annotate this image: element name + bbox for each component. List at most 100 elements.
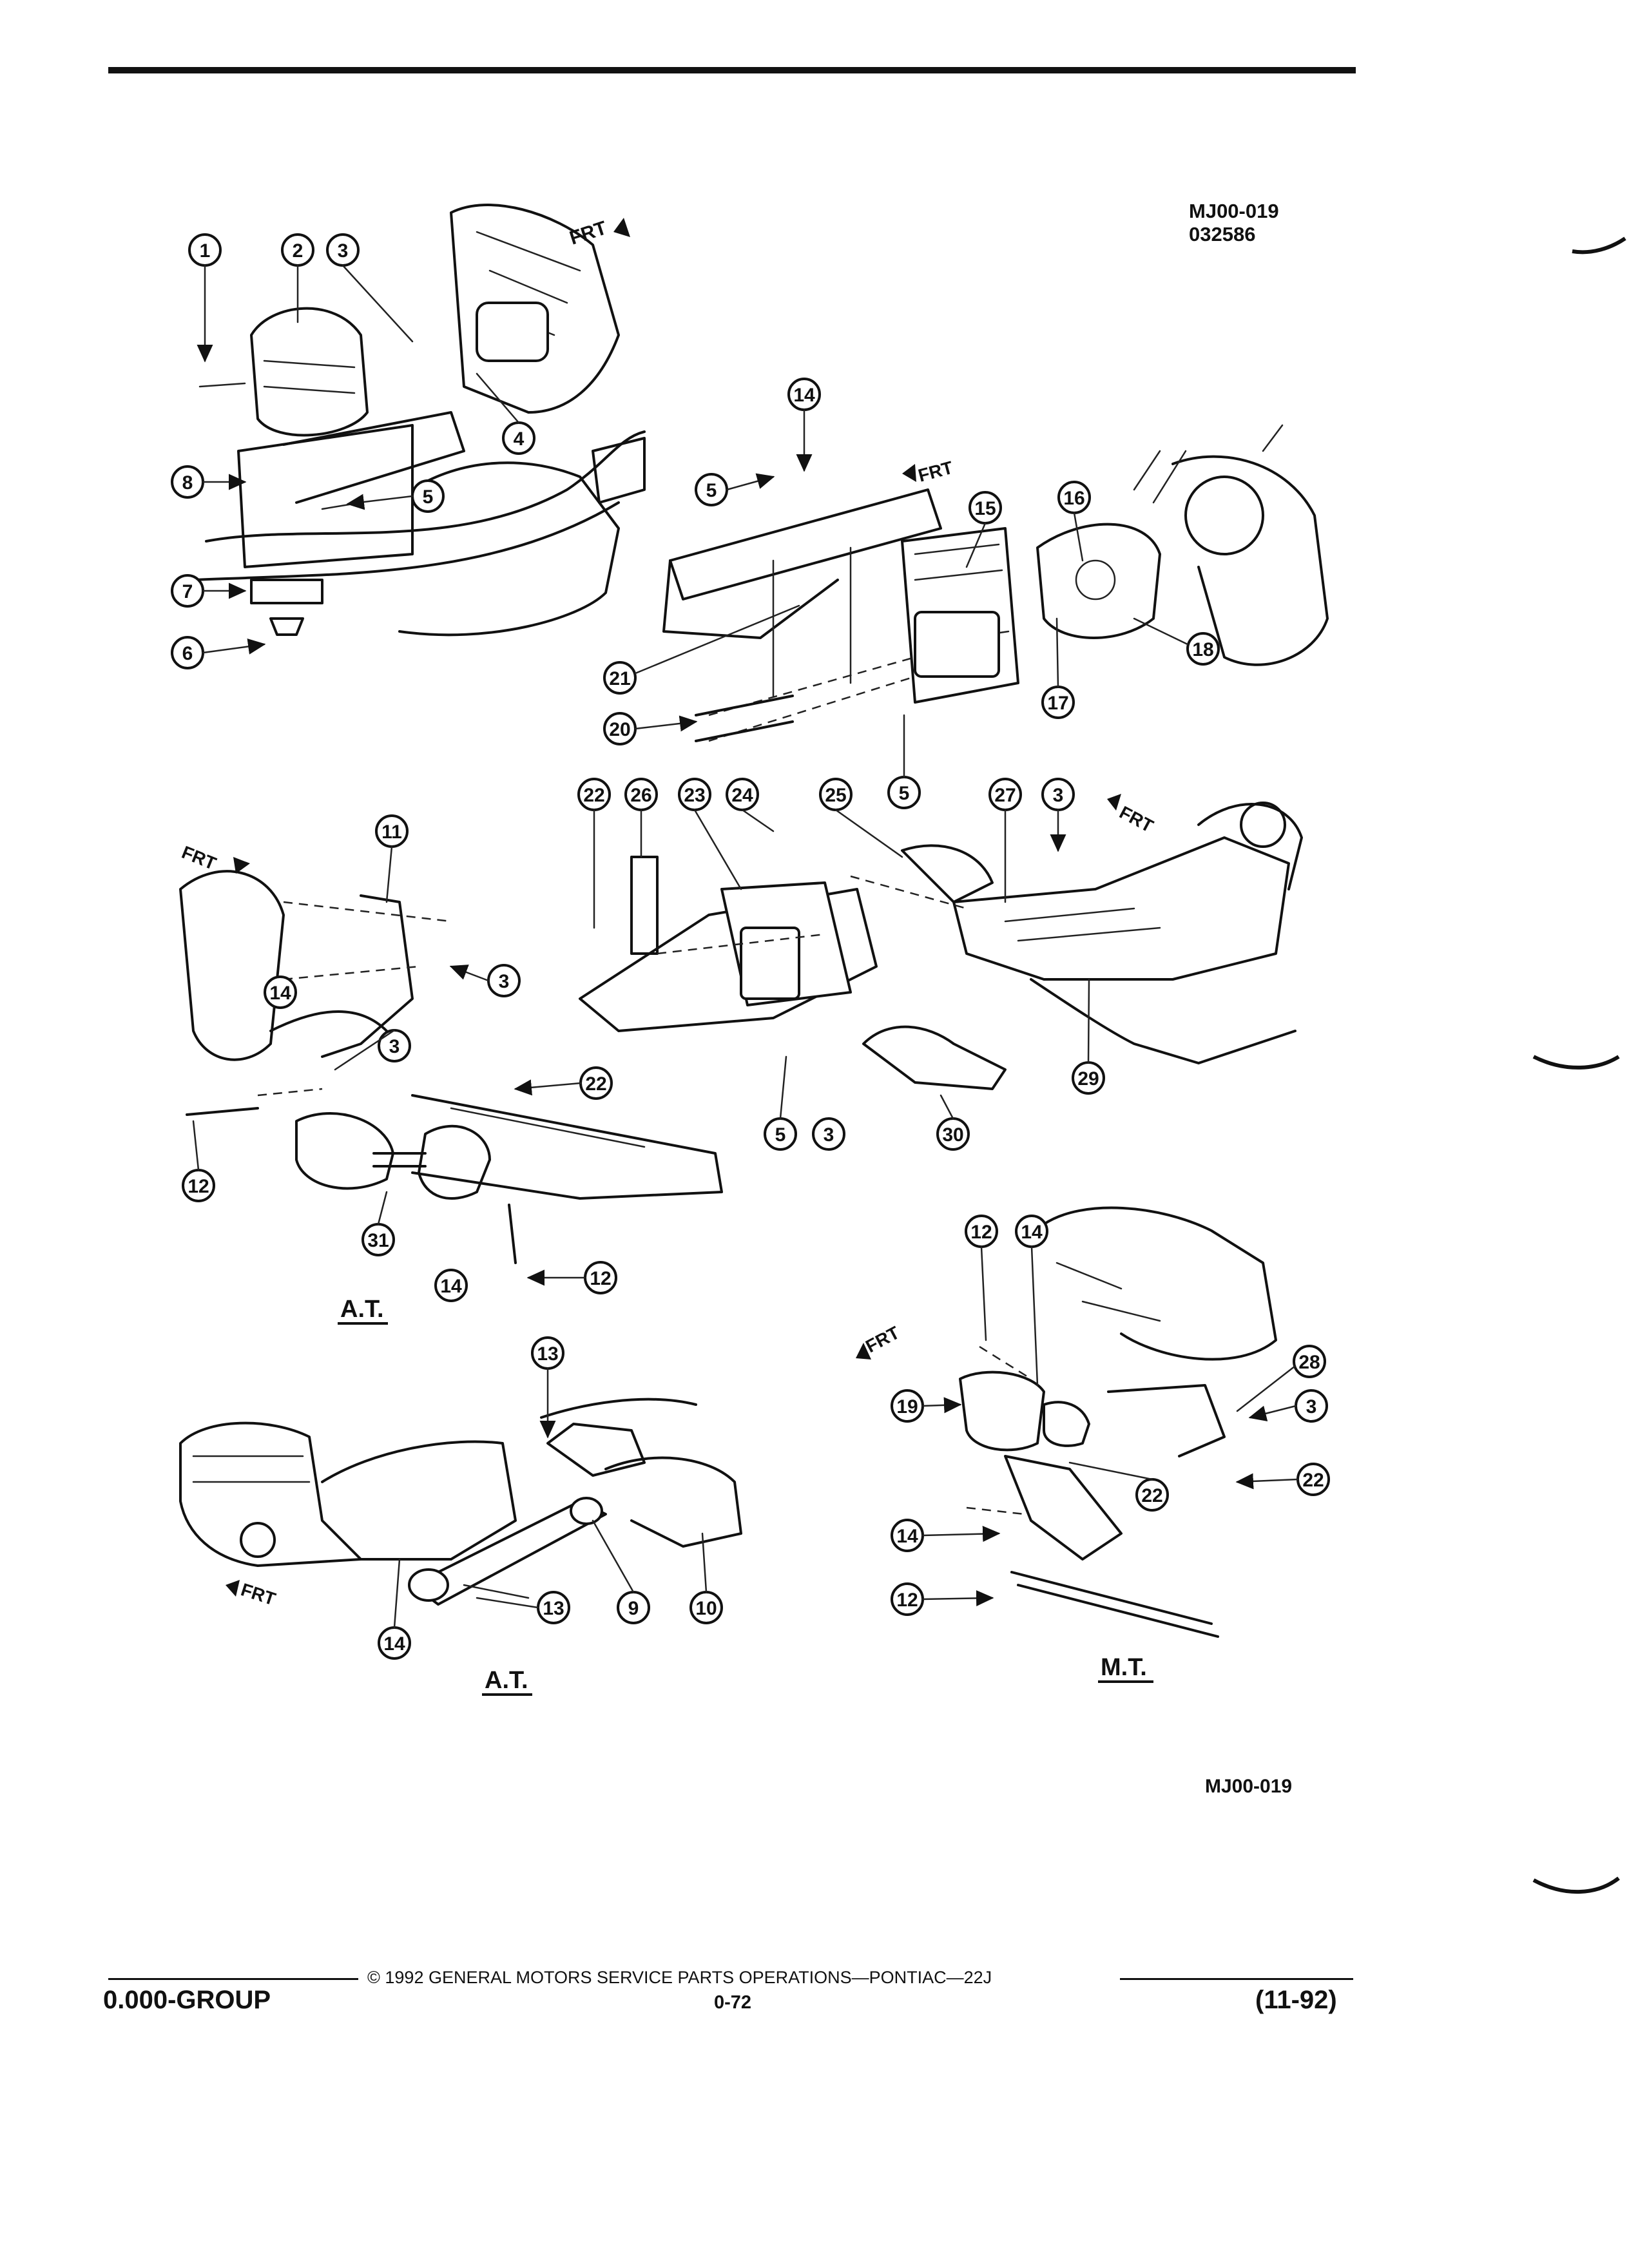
callout-8: 8 xyxy=(171,465,204,499)
callout-31: 31 xyxy=(361,1223,395,1256)
callout-5: 5 xyxy=(887,776,921,809)
callout-19: 19 xyxy=(891,1389,924,1423)
svg-text:3: 3 xyxy=(389,1036,400,1057)
frt-arrow-icon xyxy=(613,218,630,237)
svg-text:21: 21 xyxy=(609,668,630,689)
callout-17: 17 xyxy=(1041,686,1075,719)
top-rule xyxy=(108,67,1356,73)
callout-10: 10 xyxy=(689,1591,723,1624)
callout-5: 5 xyxy=(764,1117,797,1151)
upper-left-mount-assembly xyxy=(192,204,646,637)
footer-rule-left xyxy=(108,1978,358,1980)
svg-text:22: 22 xyxy=(585,1073,606,1095)
callout-20: 20 xyxy=(603,712,637,745)
svg-text:25: 25 xyxy=(825,785,846,806)
callout-14: 14 xyxy=(264,975,297,1009)
copyright-line: © 1992 GENERAL MOTORS SERVICE PARTS OPER… xyxy=(367,1968,992,1987)
center-mount-assembly xyxy=(579,802,1303,1090)
svg-text:15: 15 xyxy=(974,498,996,519)
callout-7: 7 xyxy=(171,574,204,608)
callout-30: 30 xyxy=(936,1117,970,1151)
callout-22: 22 xyxy=(579,1066,613,1100)
callout-13: 13 xyxy=(531,1336,564,1370)
frt-arrow-icon xyxy=(1107,794,1121,811)
frt-arrow-icon xyxy=(856,1343,871,1360)
callout-2: 2 xyxy=(281,233,314,267)
svg-text:20: 20 xyxy=(609,719,630,740)
svg-text:23: 23 xyxy=(684,785,705,806)
figure-code-bottom: MJ00-019 xyxy=(1205,1776,1293,1797)
svg-text:22: 22 xyxy=(583,785,604,806)
svg-text:9: 9 xyxy=(628,1598,639,1619)
callout-21: 21 xyxy=(603,661,637,695)
frt-label: FRT xyxy=(238,1579,278,1609)
callout-3: 3 xyxy=(1041,778,1075,811)
svg-text:31: 31 xyxy=(367,1230,389,1251)
svg-text:14: 14 xyxy=(1021,1222,1043,1243)
frt-label: FRT xyxy=(179,842,219,874)
callout-3: 3 xyxy=(326,233,360,267)
callout-4: 4 xyxy=(502,421,535,455)
callout-3: 3 xyxy=(1295,1389,1328,1423)
svg-text:1: 1 xyxy=(200,240,211,262)
callout-1: 1 xyxy=(188,233,222,267)
svg-text:13: 13 xyxy=(543,1598,564,1619)
callout-22: 22 xyxy=(577,778,611,811)
frt-arrow-icon xyxy=(902,464,916,482)
binder-margin-marks xyxy=(1532,236,1626,1894)
svg-text:5: 5 xyxy=(899,783,910,804)
svg-text:6: 6 xyxy=(182,643,193,664)
callout-14: 14 xyxy=(434,1269,468,1302)
callout-15: 15 xyxy=(969,491,1002,524)
svg-text:14: 14 xyxy=(383,1633,405,1655)
callout-12: 12 xyxy=(891,1582,924,1616)
svg-text:10: 10 xyxy=(695,1598,717,1619)
frt-arrow-icon xyxy=(226,1580,240,1597)
svg-text:3: 3 xyxy=(499,971,510,992)
svg-text:4: 4 xyxy=(514,428,525,450)
svg-text:22: 22 xyxy=(1141,1485,1162,1506)
callout-9: 9 xyxy=(617,1591,650,1624)
callout-5: 5 xyxy=(695,473,728,506)
callout-3: 3 xyxy=(487,964,521,997)
svg-text:27: 27 xyxy=(994,785,1016,806)
figure-date-code: 032586 xyxy=(1189,223,1256,245)
svg-text:5: 5 xyxy=(706,480,717,501)
svg-text:14: 14 xyxy=(440,1276,462,1297)
svg-text:16: 16 xyxy=(1063,488,1084,509)
callout-14: 14 xyxy=(378,1626,411,1660)
callout-3: 3 xyxy=(378,1029,411,1062)
callout-27: 27 xyxy=(988,778,1022,811)
svg-text:30: 30 xyxy=(942,1124,963,1146)
callout-16: 16 xyxy=(1057,481,1091,514)
callout-14: 14 xyxy=(1015,1215,1048,1248)
callout-6: 6 xyxy=(171,636,204,669)
frt-label: FRT xyxy=(1116,802,1157,836)
svg-text:12: 12 xyxy=(590,1268,611,1289)
svg-text:5: 5 xyxy=(775,1124,786,1146)
svg-text:14: 14 xyxy=(896,1526,918,1547)
frt-arrow-icon xyxy=(233,857,250,874)
svg-text:18: 18 xyxy=(1192,639,1213,660)
callout-3: 3 xyxy=(812,1117,845,1151)
svg-text:12: 12 xyxy=(970,1222,992,1243)
svg-text:12: 12 xyxy=(188,1176,209,1197)
svg-text:3: 3 xyxy=(338,240,349,262)
callout-12: 12 xyxy=(965,1215,998,1248)
svg-text:22: 22 xyxy=(1302,1470,1324,1491)
at-label-bottom: A.T. xyxy=(485,1667,528,1694)
callout-12: 12 xyxy=(182,1169,215,1202)
footer-rule-right xyxy=(1120,1978,1353,1980)
page-number: 0-72 xyxy=(714,1992,752,2013)
svg-text:14: 14 xyxy=(269,983,291,1004)
callout-13: 13 xyxy=(537,1591,570,1624)
figure-code: MJ00-019 xyxy=(1189,200,1279,222)
callout-12: 12 xyxy=(584,1261,617,1294)
callouts: 1 2 3 4 8 5 7 6 14 5 15 16 18 21 20 17 5… xyxy=(171,233,1330,1660)
at-label-top: A.T. xyxy=(340,1296,384,1323)
svg-text:13: 13 xyxy=(537,1343,558,1365)
at-upper-assembly xyxy=(179,870,723,1264)
mt-label: M.T. xyxy=(1101,1654,1147,1681)
callout-25: 25 xyxy=(819,778,853,811)
